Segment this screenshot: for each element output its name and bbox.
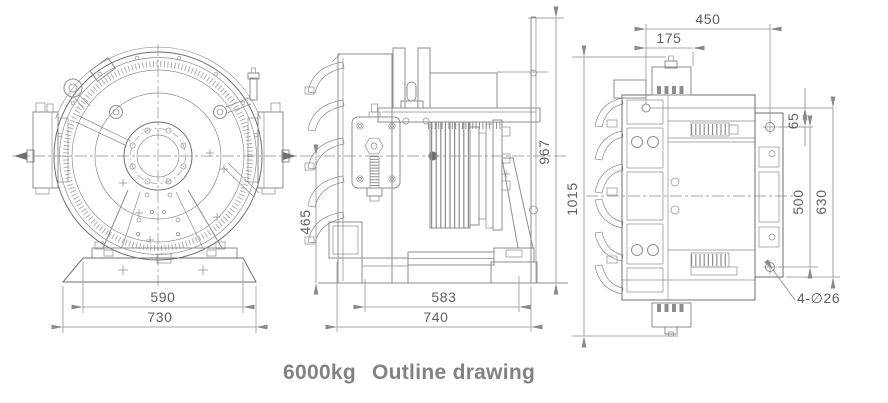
dim-box-offset: 175 [656, 30, 681, 46]
base-center-block [156, 253, 172, 264]
junction-box [351, 103, 401, 202]
base-side [328, 221, 495, 284]
dim-center-height: 465 [297, 209, 313, 234]
dim-plate-width: 630 [813, 189, 829, 214]
dim-hole-to-hole-width: 450 [695, 11, 720, 27]
support-strut [490, 157, 538, 284]
plan-dimensions: 450 175 65 500 630 4-∅26 [634, 11, 840, 306]
rim-lug [89, 57, 117, 83]
plan-top-box [651, 55, 692, 96]
dim-base-bottom-width: 730 [147, 309, 172, 325]
top-bracket [377, 47, 541, 129]
eyebolt [406, 81, 417, 102]
plan-view: 450 175 65 500 630 4-∅26 [586, 11, 840, 337]
dim-overall-height: 967 [536, 139, 552, 164]
pedestal [91, 189, 238, 259]
plan-body [621, 94, 756, 301]
side-dimensions: 465 583 740 967 1015 [297, 6, 678, 348]
plan-bottom-box [651, 302, 692, 337]
dim-hole-offset: 65 [785, 113, 801, 130]
shaft-arrow-right [283, 152, 296, 160]
hex-nut [364, 137, 384, 155]
plan-cooling-fins [594, 97, 624, 295]
front-view: 590 730 [12, 44, 304, 333]
bolt-circle [130, 128, 186, 184]
caption: 6000kg Outline drawing [283, 361, 535, 384]
shaft-flange [123, 121, 193, 191]
side-view: 465 583 740 967 1015 [297, 6, 678, 348]
brake-arms [75, 97, 260, 198]
stator-housing-arc [55, 46, 261, 119]
caption-capacity: 6000kg [283, 361, 356, 384]
shaft-arrow-left [14, 152, 27, 160]
rope-guard-plate [497, 16, 548, 283]
front-dimensions: 590 730 [51, 262, 268, 333]
hole-note: 4-∅26 [797, 290, 840, 306]
machine-base [61, 253, 257, 283]
dim-foot-span: 583 [431, 289, 456, 305]
wheel-face-marks [119, 149, 228, 244]
lower-box [328, 221, 363, 259]
mounting-hole-left [641, 103, 651, 113]
top-bolt-pin [247, 67, 260, 101]
dim-hole-pitch: 500 [790, 189, 806, 214]
brake-unit-right [247, 102, 296, 195]
lifting-eye [63, 78, 91, 110]
base-cross-marks [118, 265, 208, 275]
shaft-end-dot [428, 151, 438, 161]
brake-unit-left [14, 102, 69, 195]
caption-label: Outline drawing [372, 361, 535, 384]
hole-note-leader [764, 259, 796, 301]
sheave-side [429, 119, 511, 231]
flange-bolts [129, 127, 187, 185]
dim-overall-length: 740 [423, 309, 448, 325]
dim-base-top-width: 590 [150, 289, 175, 305]
dim-overall-width: 1015 [564, 182, 580, 216]
